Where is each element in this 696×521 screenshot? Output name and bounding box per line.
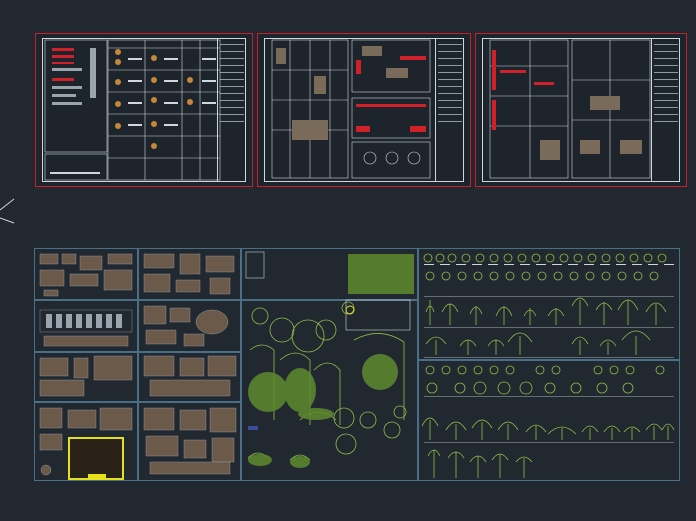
sheet-1-legend-text-rows — [50, 58, 216, 174]
furniture-chairs-row — [46, 314, 122, 328]
furniture-blocks — [39, 253, 237, 476]
furniture-cell-6[interactable] — [138, 352, 241, 402]
sheet-1-block-legend — [44, 39, 221, 181]
landscape-cell-main[interactable] — [241, 300, 418, 481]
sheet-2-furniture-fills — [276, 46, 408, 140]
landscape-misc — [345, 305, 355, 315]
sheet-3-drawing-frame — [482, 38, 680, 182]
sheet-3-red-elements — [492, 50, 554, 130]
tree-elevation-cell-top[interactable] — [418, 248, 680, 360]
furniture-cell-8[interactable] — [138, 402, 241, 481]
furniture-cell-1[interactable] — [34, 248, 138, 300]
sheet-3-detail-drawings — [489, 39, 651, 179]
selected-block-grip[interactable] — [88, 474, 106, 479]
furniture-cell-7[interactable] — [34, 402, 138, 481]
crosshair-cursor-icon — [0, 198, 15, 224]
sheet-2-drawing-frame — [264, 38, 464, 182]
sheet-2-title-block — [435, 38, 464, 182]
layout-sheet-2[interactable] — [257, 33, 471, 187]
landscape-tree-fills — [248, 254, 414, 468]
landscape-cell-top[interactable] — [241, 248, 418, 300]
sheet-1-legend-samples — [52, 48, 96, 105]
landscape-caption — [248, 426, 258, 430]
furniture-cell-2[interactable] — [138, 248, 241, 300]
tree-elevation-blocks — [421, 253, 675, 478]
sheet-1-lighting-symbols — [115, 49, 193, 149]
sheet-3-title-block — [651, 38, 680, 182]
tree-label-ticks — [424, 264, 674, 443]
sheet-2-plan-drawings — [271, 39, 431, 179]
layout-sheet-1[interactable] — [35, 33, 253, 187]
sheet-3-furniture-fills — [540, 96, 642, 160]
layout-sheet-3[interactable] — [475, 33, 687, 187]
furniture-cell-4[interactable] — [138, 300, 241, 352]
furniture-cell-5[interactable] — [34, 352, 138, 402]
sheet-2-red-elements — [356, 56, 426, 132]
selected-block-highlight[interactable] — [68, 437, 124, 480]
tree-elevation-cell-bottom[interactable] — [418, 360, 680, 481]
sheet-1-red-swatches — [52, 48, 74, 81]
sheet-1-drawing-frame — [42, 38, 246, 182]
sheet-1-title-block — [217, 38, 246, 182]
furniture-cell-3[interactable] — [34, 300, 138, 352]
